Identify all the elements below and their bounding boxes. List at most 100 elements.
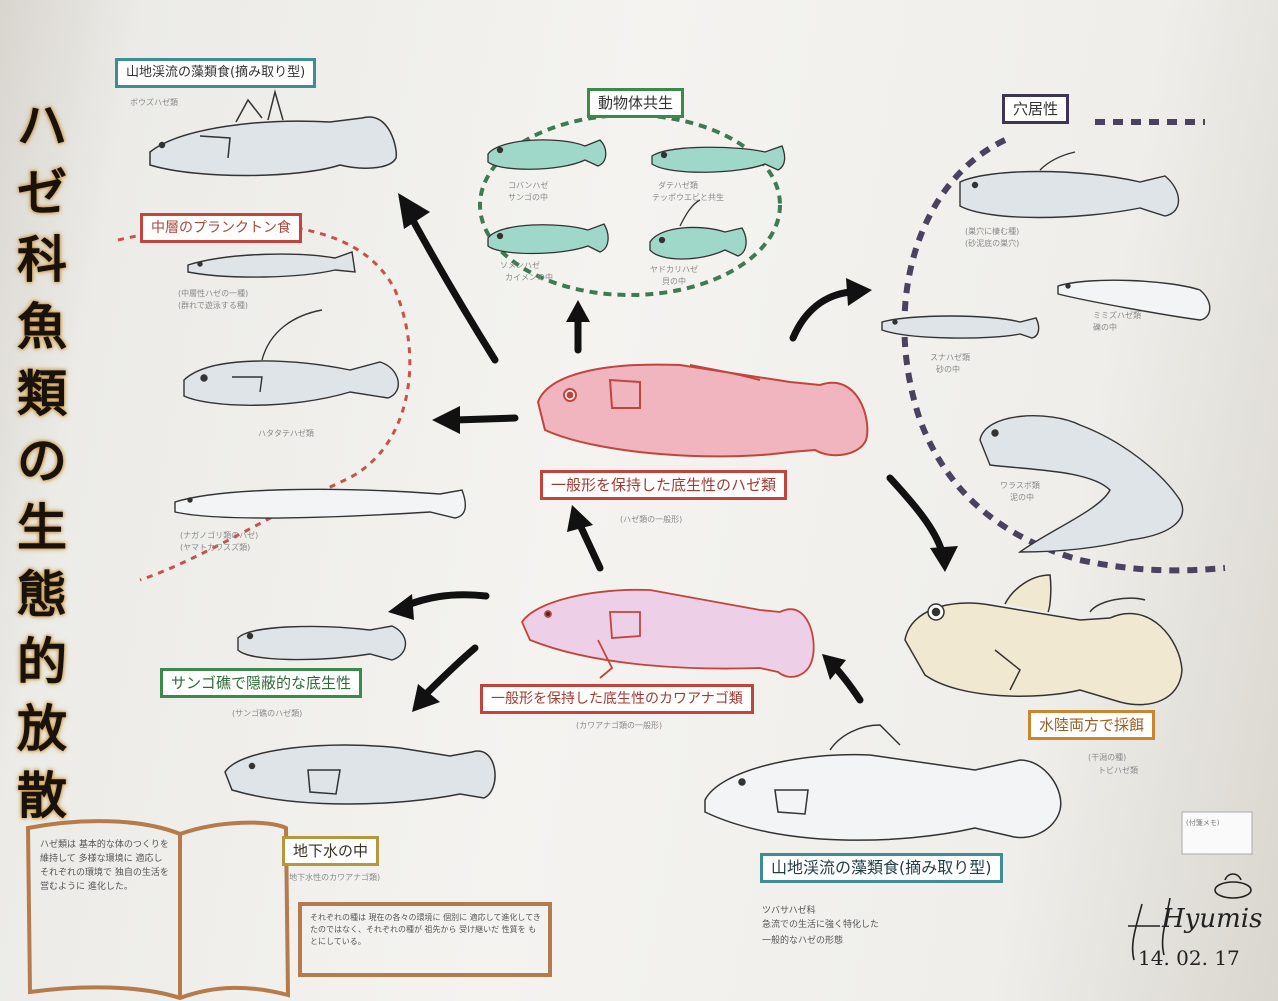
caption: (群れで遊泳する種) [178,301,249,310]
arrowhead [412,684,440,712]
caption: コバンハゼ [508,181,549,190]
label-algae-top: 山地渓流の藻類食(摘み取り型) [115,58,317,88]
fish-symbiosis-1 [487,139,607,170]
arrow-to-groundwater [421,644,479,699]
title-char: 態 [17,565,67,624]
caption: ダテハゼ類 [658,181,698,190]
left-paragraph: ハゼ類は 基本的な体のつくりを 維持して 多様な環境に 適応し それぞれの環境で… [40,840,169,892]
caption: (中層性ハゼの一種) [178,289,249,298]
fish-coral [237,625,407,661]
algae-note-line: 一般的なハゼの形態 [762,936,844,946]
caption: (サンゴ礁のハゼ類) [232,709,303,718]
caption: 砂の中 [936,365,960,374]
arrow-to-algae [406,211,499,364]
signature-doodle [1128,873,1252,961]
arrowhead [388,594,414,620]
label-center-kawaanago: 一般形を保持した底生性のカワアナゴ類 [480,684,754,714]
caption: (砂泥底の巣穴) [965,239,1020,248]
caption: ミミズハゼ類 [1093,311,1141,320]
fish-algae-top [149,89,398,177]
signature-date: 14. 02. 17 [1138,946,1240,970]
arrowhead [846,278,872,306]
fish-burrow-4 [979,415,1184,553]
signature-name: Hyumis [1162,904,1263,934]
arrowhead [822,654,846,680]
sticky-note-text: (付箋メモ) [1186,819,1220,827]
right-note-frame [298,902,552,977]
arrow-kawaanago-to-goby [576,521,604,572]
caption: (カワアナゴ類の一般形) [576,721,663,730]
caption: サンゴの中 [508,193,548,202]
right-paragraph: それぞれの種は 現在の各々の環境に 個別に 適応して進化してきたのではなく、それ… [310,913,541,946]
book-frame [25,819,291,1001]
label-coral: サンゴ礁で隠蔽的な底生性 [160,668,363,698]
fish-plankton-2 [183,309,399,406]
label-center-goby: 一般形を保持した底生性のハゼ類 [540,470,788,500]
caption: (ヤマトカワスズ類) [180,543,251,552]
arrow-to-plankton [451,414,519,424]
fish-burrow-3 [881,315,1040,339]
fish-algae-bottom [704,724,1062,841]
algae-note-line: 急流での生活に強く特化した [762,920,880,930]
caption: 礫の中 [1093,323,1117,332]
caption: (ナガノゴリ類のハゼ) [180,531,259,540]
label-algae-bottom: 山地渓流の藻類食(摘み取り型) [760,853,1003,883]
fish-center-goby [536,363,869,458]
fish-groundwater [224,744,496,805]
caption: ハタタテハゼ類 [258,429,314,438]
caption: トビハゼ類 [1098,766,1138,775]
fish-burrow-2 [1057,279,1211,321]
caption: (巣穴に棲む種) [965,227,1020,236]
caption: 泥の中 [1010,493,1034,502]
title-char: 散 [17,766,67,825]
fish-plankton-1 [187,251,356,278]
title-char: 放 [17,699,67,758]
arrow-to-amphibious [886,474,946,556]
fish-amphibious [904,574,1183,706]
label-burrow: 穴居性 [1002,94,1070,124]
arrow-to-coral [401,591,490,610]
symbiosis-group-outline [478,113,782,297]
arrowhead [432,406,460,434]
poster-title: ハ ゼ 科 魚 類 の 生 態 的 放 散 [2,92,82,829]
title-char: ゼ [17,163,67,222]
label-plankton: 中層のプランクトン食 [140,213,302,243]
fish-burrow-1 [959,151,1180,219]
title-char: 的 [17,632,67,691]
title-char: の [17,431,67,490]
caption: (干潟の種) [1088,753,1127,762]
fish-center-kawaanago [520,588,815,679]
burrow-group-outline [901,137,1226,574]
arrow-to-burrow [789,288,854,342]
label-symbiosis: 動物体共生 [587,88,685,118]
label-groundwater: 地下水の中 [282,836,380,866]
algae-note-line: ツバサハゼ科 [762,906,816,916]
caption: テッポウエビと共生 [652,193,724,202]
caption: 貝の中 [662,277,686,286]
arrowhead [567,505,593,532]
caption: ヤドカリハゼ [650,265,698,274]
caption: ソメンハゼ [500,261,540,270]
fish-symbiosis-2 [651,145,786,173]
fish-symbiosis-3 [487,223,609,255]
title-char: 類 [17,364,67,423]
arrowhead [930,546,958,572]
title-char: ハ [17,96,67,155]
title-char: 生 [17,498,67,557]
caption: (地下水性のカワアナゴ類) [286,873,381,882]
caption: ワラスボ類 [1000,481,1040,490]
fish-symbiosis-4 [649,199,747,260]
caption: ボウズハゼ類 [130,98,178,107]
caption: スナハゼ類 [930,353,970,362]
sticky-note [1181,811,1253,855]
caption: カイメンの中 [505,273,553,282]
caption: (ハゼ類の一般形) [620,515,683,524]
label-amphibious: 水陸両方で採餌 [1028,710,1156,740]
fish-plankton-3 [174,488,467,519]
title-char: 魚 [17,297,67,356]
arrowhead [398,193,430,229]
arrowhead [566,300,590,322]
title-char: 科 [17,230,67,289]
